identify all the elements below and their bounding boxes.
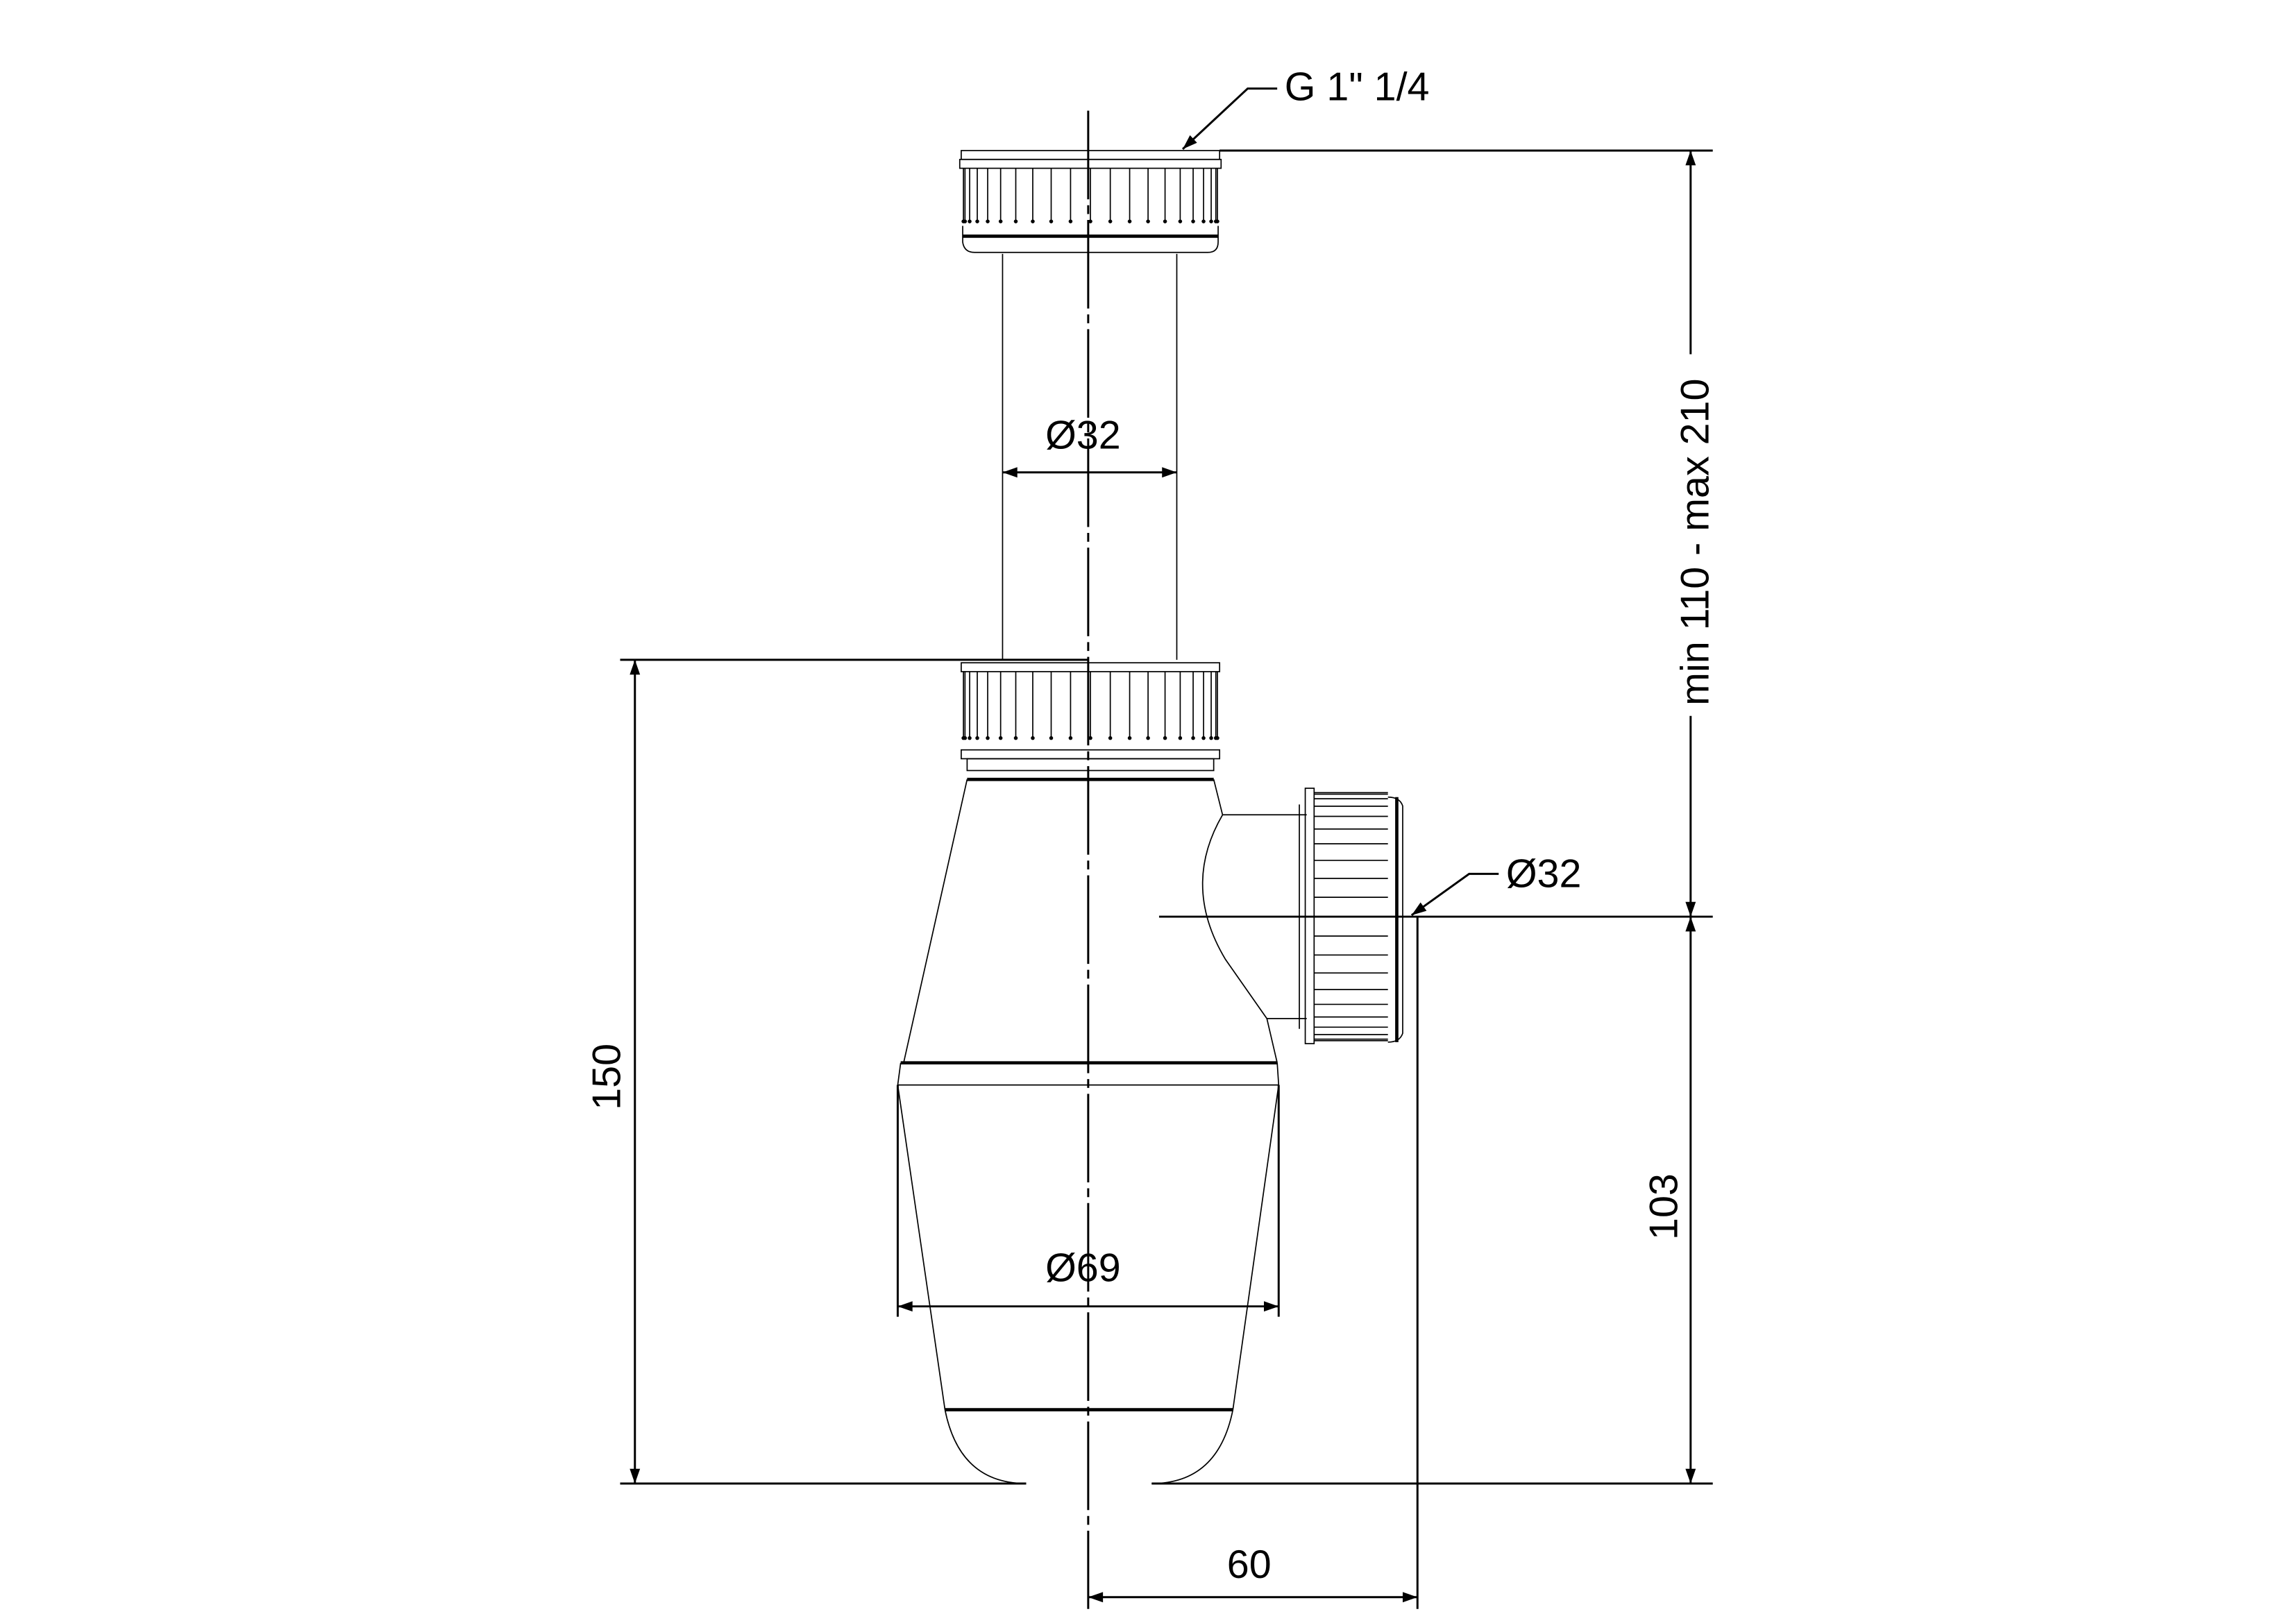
knurl-dot — [1013, 219, 1018, 223]
knurl-dot — [1108, 219, 1113, 223]
knurl-dot — [1049, 736, 1054, 740]
knurl-dot — [1215, 736, 1219, 740]
trap-body — [897, 779, 1307, 1484]
knurl-dot — [1049, 219, 1054, 223]
leader-thread — [1181, 87, 1278, 150]
knurl-dot — [1191, 219, 1195, 223]
knurl-dot — [968, 219, 972, 223]
knurl-dot — [1068, 219, 1073, 223]
knurl-dot — [1146, 219, 1150, 223]
knurl-dot — [1163, 219, 1167, 223]
knurl-dot — [963, 736, 968, 740]
label-height-adjustable: min 110 - max 210 — [1673, 379, 1717, 706]
knurl-dot — [1127, 736, 1132, 740]
knurl-dot — [1178, 219, 1183, 223]
label-body-diameter: Ø69 — [1045, 1246, 1121, 1291]
knurl-dot — [1146, 736, 1150, 740]
label-outlet-diameter: Ø32 — [1506, 852, 1582, 897]
label-outlet-offset: 60 — [1227, 1543, 1272, 1587]
label-tube-diameter: Ø32 — [1045, 414, 1121, 458]
middle-nut — [961, 662, 1221, 781]
leader-outlet-diameter — [1410, 872, 1499, 917]
knurl-dot — [1088, 736, 1092, 740]
knurl-dot — [1088, 219, 1092, 223]
knurl-dot — [1201, 219, 1206, 223]
knurl-dot — [1108, 736, 1113, 740]
knurl-dot — [1127, 219, 1132, 223]
knurl-dot — [1013, 736, 1018, 740]
side-outlet-nut — [1299, 788, 1403, 1044]
knurl-dot — [1068, 736, 1073, 740]
top-nut — [959, 150, 1222, 253]
extension-tube — [1002, 253, 1178, 660]
knurl-dot — [998, 219, 1003, 223]
knurl-dot — [963, 219, 968, 223]
knurl-dot — [986, 736, 990, 740]
knurl-dot — [1201, 736, 1206, 740]
label-outlet-height: 103 — [1642, 1173, 1687, 1240]
knurl-dot — [1178, 736, 1183, 740]
knurl-dot — [975, 219, 979, 223]
knurl-dot — [968, 736, 972, 740]
knurl-dot — [975, 736, 979, 740]
knurl-dot — [1031, 736, 1035, 740]
label-thread: G 1" 1/4 — [1285, 65, 1430, 110]
knurl-dot — [1031, 219, 1035, 223]
knurl-dot — [1209, 736, 1213, 740]
knurl-dot — [998, 736, 1003, 740]
knurl-dot — [986, 219, 990, 223]
label-height-total: 150 — [584, 1044, 629, 1110]
knurl-dot — [1209, 219, 1213, 223]
knurl-dot — [1191, 736, 1195, 740]
knurl-dot — [1163, 736, 1167, 740]
knurl-dot — [1215, 219, 1219, 223]
